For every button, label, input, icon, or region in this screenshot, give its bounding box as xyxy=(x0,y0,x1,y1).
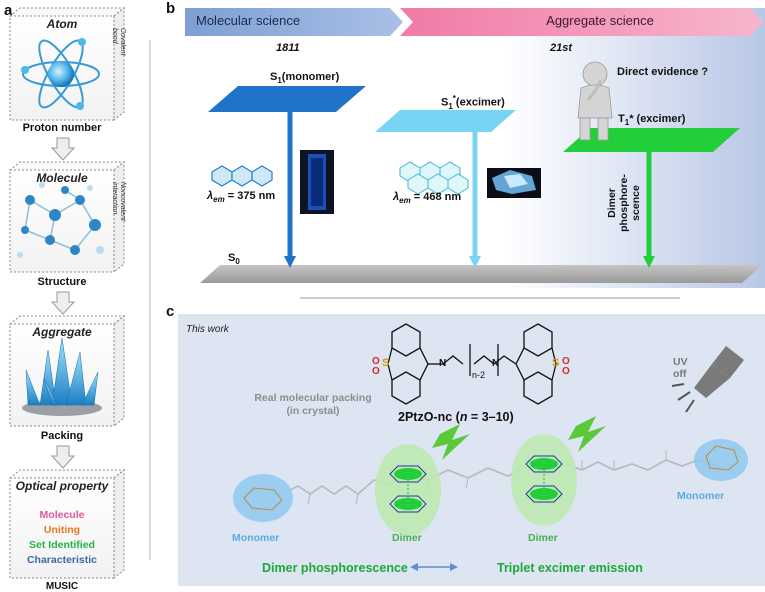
o-left-2: O xyxy=(372,366,380,377)
s1-excimer-plane xyxy=(375,110,516,132)
this-work-label: This work xyxy=(186,324,229,335)
s-right: S xyxy=(552,357,560,369)
crystal-photo-image xyxy=(487,168,541,198)
cuvette-image xyxy=(300,150,334,214)
molecular-science-arrow xyxy=(185,8,403,36)
lambda-375-label: λem = 375 nm xyxy=(207,190,276,205)
panel-c-background xyxy=(178,314,765,586)
panel-c-graphics xyxy=(178,314,765,586)
cube-atom-caption: Proton number xyxy=(22,122,102,134)
cube-optical-title: Optical property xyxy=(15,479,109,493)
compound-name: 2PtzO-nc (n = 3–10) xyxy=(398,410,514,424)
year-1811: 1811 xyxy=(276,42,300,54)
s1-monomer-label: S1(monomer) xyxy=(270,71,340,86)
music-acronym: Molecule Uniting Set Identified Characte… xyxy=(10,508,114,568)
n-2-label: n-2 xyxy=(472,370,486,380)
music-line-characteristic: Characteristic xyxy=(26,554,98,566)
dimer-left-label: Dimer xyxy=(392,532,422,544)
cube-aggregate-title: Aggregate xyxy=(32,325,92,339)
s1-excimer-label: S1*(excimer) xyxy=(441,94,505,111)
cube-molecule-caption: Structure xyxy=(37,276,87,288)
monomer-left-label: Monomer xyxy=(232,532,280,544)
panel-a-graphics xyxy=(8,6,151,580)
excimer-molecule-icon xyxy=(399,161,469,195)
monomer-left-ellipse xyxy=(233,474,293,522)
dimer-phosphorescence-vertical-label: Dimer phosphore- scence xyxy=(606,174,642,232)
uv-off-label: UV off xyxy=(673,356,688,380)
lightning-right-icon xyxy=(568,416,606,452)
aggregate-science-label: Aggregate science xyxy=(546,13,654,28)
year-21st: 21st xyxy=(550,42,573,54)
o-right-1: O xyxy=(562,356,570,367)
cube-atom xyxy=(8,6,126,122)
lightning-left-icon xyxy=(432,424,470,460)
monomer-right-ellipse xyxy=(694,439,748,481)
dimer-right-label: Dimer xyxy=(528,532,558,544)
cube-molecule-title: Molecule xyxy=(36,171,88,185)
lambda-468-label: λem = 468 nm xyxy=(393,191,462,206)
panel-b-graphics xyxy=(185,8,765,299)
real-packing-label: Real molecular packing (in crystal) xyxy=(254,392,372,417)
crystal-icon xyxy=(22,337,102,416)
t1-excimer-label: T1* (excimer) xyxy=(618,113,686,128)
monomer-right-label: Monomer xyxy=(677,490,725,502)
s0-floor xyxy=(200,265,762,283)
aggregate-science-arrow xyxy=(400,8,763,36)
direct-evidence-label: Direct evidence ? xyxy=(617,66,709,78)
panel-a-letter: a xyxy=(4,2,13,19)
panel-c-letter: c xyxy=(166,303,175,320)
o-right-2: O xyxy=(562,366,570,377)
ptzo-structure xyxy=(387,323,557,405)
cube-aggregate xyxy=(8,314,126,428)
atom-icon xyxy=(21,38,100,110)
molecular-chain xyxy=(285,459,719,496)
dimer-phosphorescence-label: Dimer phosphorescence xyxy=(262,561,408,575)
n-left: N xyxy=(439,358,447,369)
cube-optical xyxy=(8,468,126,580)
double-arrow-icon xyxy=(410,563,458,571)
cube-molecule xyxy=(8,160,126,274)
cube-aggregate-caption: Packing xyxy=(40,430,84,442)
s0-label: S0 xyxy=(228,252,240,267)
panel-b-letter: b xyxy=(166,0,176,17)
monomer-molecule-icon xyxy=(211,165,273,187)
cube-atom-title: Atom xyxy=(46,17,78,31)
music-line-molecule: Molecule xyxy=(39,509,85,521)
down-arrow-1 xyxy=(50,137,76,161)
music-line-uniting: Uniting xyxy=(43,524,81,536)
s-left: S xyxy=(382,357,390,369)
down-arrow-2 xyxy=(50,291,76,315)
flashlight-icon xyxy=(671,346,744,413)
music-line-set: Set Identified xyxy=(29,539,95,551)
s1-monomer-plane xyxy=(208,86,366,112)
thinking-figure-icon xyxy=(577,61,613,141)
molecular-science-label: Molecular science xyxy=(196,13,301,28)
n-right: N xyxy=(492,358,500,369)
down-arrow-3 xyxy=(50,445,76,469)
music-caption: MUSIC xyxy=(45,581,79,592)
o-left-1: O xyxy=(372,356,380,367)
triplet-excimer-label: Triplet excimer emission xyxy=(497,561,643,575)
